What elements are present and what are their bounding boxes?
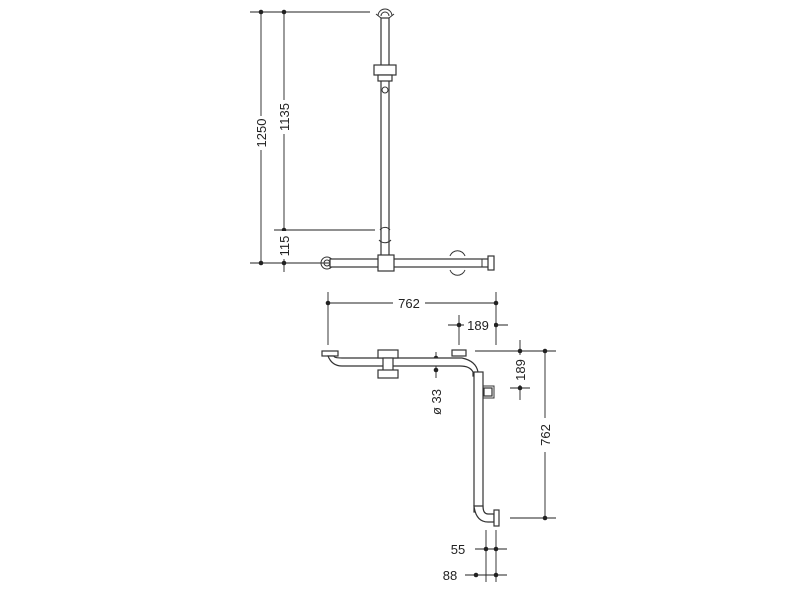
dim-height-right: 762 (538, 424, 553, 446)
dim-overall-height: 1250 (254, 119, 269, 148)
dim-offset-top: 189 (467, 318, 489, 333)
dim-bottom-offset: 115 (277, 236, 292, 257)
dim-bottom-88: 88 (443, 568, 457, 583)
side-view: 1250 1135 115 (250, 8, 495, 276)
dim-bottom-55: 55 (451, 542, 465, 557)
plan-view: 762 189 762 189 ø 33 (321, 292, 556, 583)
horizontal-grab-bar (320, 250, 495, 276)
dim-width-top: 762 (398, 296, 420, 311)
dim-diameter: ø 33 (429, 389, 444, 415)
plan-view-dimensions-top (325, 292, 508, 345)
plan-view-dimensions-bottom (465, 530, 507, 582)
shower-holder (373, 64, 397, 76)
vertical-grab-bar (373, 8, 397, 259)
corner-grab-bar (321, 349, 500, 527)
dim-offset-right: 189 (513, 359, 528, 381)
dim-vertical-bar-height: 1135 (277, 103, 292, 131)
